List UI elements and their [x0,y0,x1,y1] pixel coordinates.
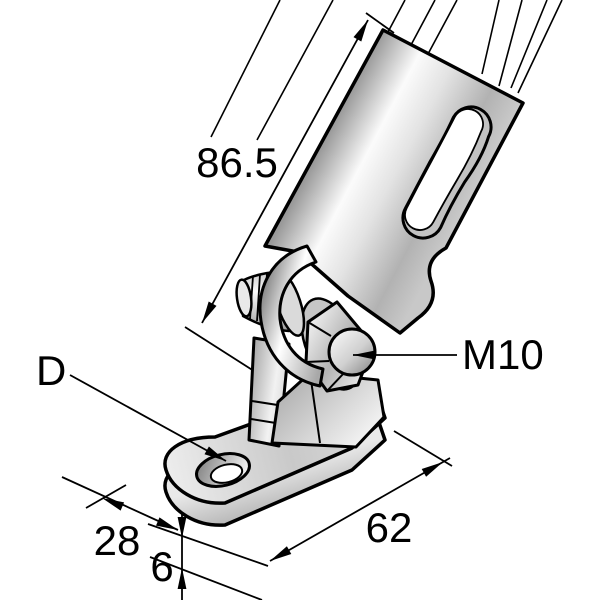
extension-line [147,523,269,567]
phantom-line [410,0,436,46]
plate-width-label: 28 [94,517,141,564]
dim-strap-length: 86.5 [184,12,395,381]
phantom-line [517,0,563,94]
dim-plate-thickness: 6 [147,514,269,600]
strap-slot-hole [404,108,484,231]
hex-facet-line [326,372,345,392]
strap-hook [258,244,325,388]
plate-length-label: 62 [366,504,413,551]
arrowhead [204,446,226,461]
hex-facet-line [307,321,332,337]
leader-line [69,374,227,462]
dimension-line [269,457,451,562]
phantom-line [498,0,523,87]
leader-hole-diameter: D [36,347,227,462]
dim-strap-length-label: 86.5 [196,139,278,186]
arrowhead [421,462,443,477]
extension-line [393,430,453,467]
extension-line [149,556,263,600]
phantom-line [427,0,458,55]
phantom-line [481,0,500,75]
arrowhead [177,517,187,538]
stud-end-cap [235,278,253,318]
leader-bolt-thread: M10 [353,331,544,378]
phantom-line [256,0,334,141]
slotted-strap [263,28,525,335]
arrowhead [156,517,178,530]
phantom-line [387,0,406,33]
strap-body [263,28,525,335]
arrowhead [177,568,187,589]
plate-hole-bore [209,463,244,484]
phantom-line [510,0,548,89]
phantom-continuation-lines [210,0,563,141]
hex-facet-line [305,360,330,363]
extension-line [365,12,395,34]
dimension-line [201,19,369,324]
arrowhead [353,20,368,42]
thread-rib [256,274,261,322]
support-arm [247,336,386,449]
dim-plate-width: 28 [61,476,179,564]
phantom-line [210,0,281,138]
hinge-assembly [235,244,377,393]
arrowhead [270,546,292,561]
dim-plate-length: 62 [269,430,453,562]
bolt-thread-label: M10 [462,331,544,378]
plate-thickness-label: 6 [150,543,173,590]
arrowhead [353,350,375,360]
hole-diameter-label: D [36,347,66,394]
arrowhead [102,498,125,511]
arrowhead [202,301,217,323]
